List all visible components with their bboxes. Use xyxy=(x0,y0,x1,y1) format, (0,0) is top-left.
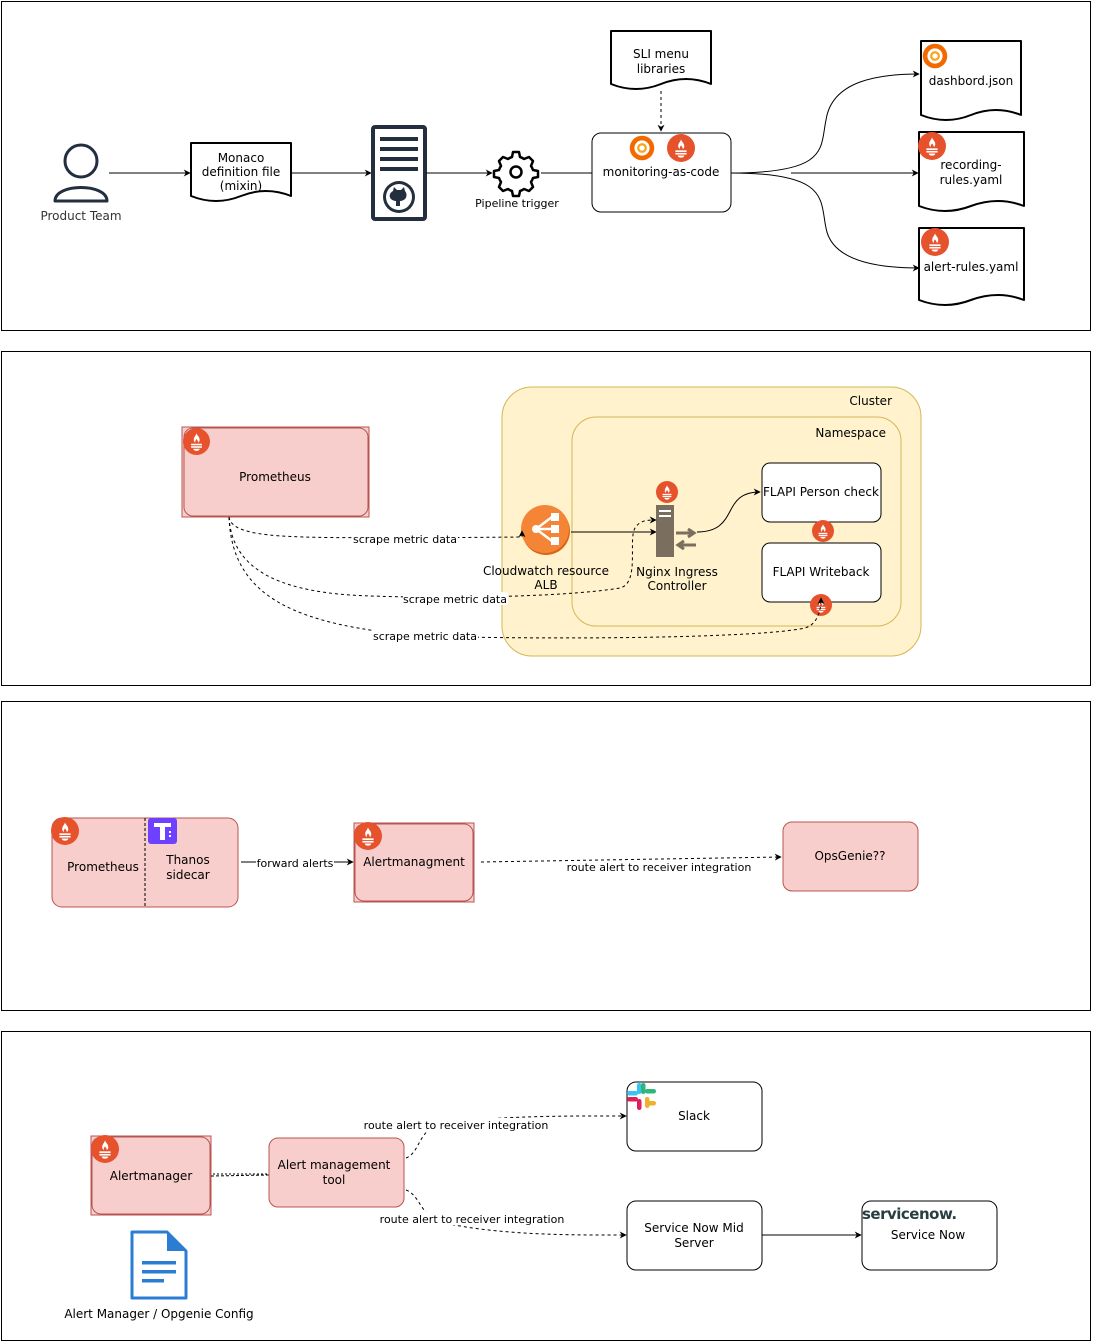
sli-menu-libraries[interactable]: SLI menu libraries xyxy=(610,30,712,90)
monaco-label-2: definition file xyxy=(202,165,281,179)
snow-mid-label-1: Service Now Mid xyxy=(644,1221,743,1235)
recording-label-2: rules.yaml xyxy=(940,173,1003,187)
monaco-label-3: (mixin) xyxy=(220,179,262,193)
panel-monitoring-as-code: Product Team Monaco definition file (mix… xyxy=(1,1,1091,331)
flapi-person-label: FLAPI Person check xyxy=(763,485,879,499)
opsgenie-label: OpsGenie?? xyxy=(814,849,885,863)
monitoring-label: monitoring-as-code xyxy=(603,165,720,179)
gear-icon xyxy=(492,150,540,198)
prometheus-icon xyxy=(810,594,832,616)
alert-rules-doc[interactable]: alert-rules.yaml xyxy=(918,227,1025,306)
slack-label: Slack xyxy=(678,1109,710,1123)
prometheus-thanos-box[interactable]: Prometheus Thanos sidecar xyxy=(51,817,239,908)
sli-label-1: SLI menu xyxy=(633,47,689,61)
prometheus-icon xyxy=(656,481,678,503)
cloudwatch-label-1: Cloudwatch resource xyxy=(483,564,609,578)
panel-alert-routing: Alertmanager Alert management tool route… xyxy=(1,1031,1091,1341)
route-label: route alert to receiver integration xyxy=(567,861,752,874)
load-balancer-icon[interactable] xyxy=(521,505,570,555)
alertmanagment-box[interactable]: Alertmanagment xyxy=(353,822,475,903)
recording-label-1: recording- xyxy=(940,158,1001,172)
snow-mid-label-2: Server xyxy=(674,1236,713,1250)
opsgenie-box[interactable]: OpsGenie?? xyxy=(782,821,919,892)
prometheus-box[interactable]: Prometheus xyxy=(181,426,370,518)
document-icon xyxy=(130,1230,188,1300)
prometheus-icon xyxy=(91,1135,119,1163)
slack-icon xyxy=(627,1083,656,1110)
prometheus-icon xyxy=(354,822,382,850)
nginx-label-2: Controller xyxy=(647,579,706,593)
prometheus-icon xyxy=(812,520,834,542)
slack-box[interactable]: Slack xyxy=(626,1081,763,1152)
panel-scraping: Cluster Namespace Prometheus Cloudwatch … xyxy=(1,351,1091,686)
monaco-definition-file[interactable]: Monaco definition file (mixin) xyxy=(190,142,292,202)
github-server-icon xyxy=(371,125,427,221)
cloudwatch-label-2: ALB xyxy=(534,578,557,592)
prometheus-icon xyxy=(918,132,946,160)
monaco-label-1: Monaco xyxy=(218,151,265,165)
flapi-writeback[interactable]: FLAPI Writeback xyxy=(761,542,882,603)
prometheus-label: Prometheus xyxy=(239,470,311,484)
person-icon xyxy=(53,143,109,203)
scrape-label-1: scrape metric data xyxy=(353,533,457,546)
grafana-icon xyxy=(922,43,948,69)
prometheus-icon xyxy=(921,228,949,256)
servicenow-logo: servicenow. xyxy=(862,1205,957,1223)
prometheus-icon xyxy=(183,428,210,455)
product-team: Product Team xyxy=(40,143,122,223)
alertmanager-label: Alertmanager xyxy=(110,1169,193,1183)
thanos-icon xyxy=(148,818,177,844)
prometheus-icon xyxy=(667,134,695,162)
alert-management-tool[interactable]: Alert management tool xyxy=(268,1137,405,1208)
thanos-label-1: Thanos xyxy=(165,853,210,867)
scrape-label-2: scrape metric data xyxy=(403,593,507,606)
dashboard-label: dashbord.json xyxy=(929,74,1013,88)
alert-tool-label-1: Alert management xyxy=(278,1158,391,1172)
route-label-2: route alert to receiver integration xyxy=(380,1213,565,1226)
servicenow-mid-server[interactable]: Service Now Mid Server xyxy=(626,1200,763,1271)
sli-label-2: libraries xyxy=(637,62,685,76)
servicenow-box[interactable]: servicenow. Service Now xyxy=(861,1200,998,1271)
pipeline-trigger-label: Pipeline trigger xyxy=(475,197,559,210)
alertmanagment-label: Alertmanagment xyxy=(363,855,465,869)
flapi-person-check[interactable]: FLAPI Person check xyxy=(761,462,882,523)
alert-tool-label-2: tool xyxy=(323,1173,346,1187)
recording-rules-doc[interactable]: recording- rules.yaml xyxy=(918,131,1025,212)
nginx-label-1: Nginx Ingress xyxy=(636,565,718,579)
panel-alert-forwarding: Prometheus Thanos sidecar forward alerts… xyxy=(1,701,1091,1011)
flapi-writeback-label: FLAPI Writeback xyxy=(773,565,870,579)
thanos-label-2: sidecar xyxy=(166,868,210,882)
nginx-server-icon[interactable] xyxy=(656,505,697,557)
alertmanager-box[interactable]: Alertmanager xyxy=(90,1135,212,1216)
prometheus-icon xyxy=(51,817,79,845)
alert-rules-label: alert-rules.yaml xyxy=(924,260,1019,274)
forward-alerts-label: forward alerts xyxy=(257,857,334,870)
config-label: Alert Manager / Opgenie Config xyxy=(64,1307,253,1321)
servicenow-label: Service Now xyxy=(891,1228,965,1242)
grafana-icon xyxy=(629,135,655,161)
product-team-label: Product Team xyxy=(40,209,121,223)
cluster-label: Cluster xyxy=(849,394,892,408)
scrape-label-3: scrape metric data xyxy=(373,630,477,643)
prometheus-label: Prometheus xyxy=(67,860,139,874)
monitoring-as-code-box[interactable]: monitoring-as-code xyxy=(591,132,732,213)
route-label-1: route alert to receiver integration xyxy=(364,1119,549,1132)
namespace-label: Namespace xyxy=(815,426,886,440)
dashboard-json-doc[interactable]: dashbord.json xyxy=(920,40,1022,121)
